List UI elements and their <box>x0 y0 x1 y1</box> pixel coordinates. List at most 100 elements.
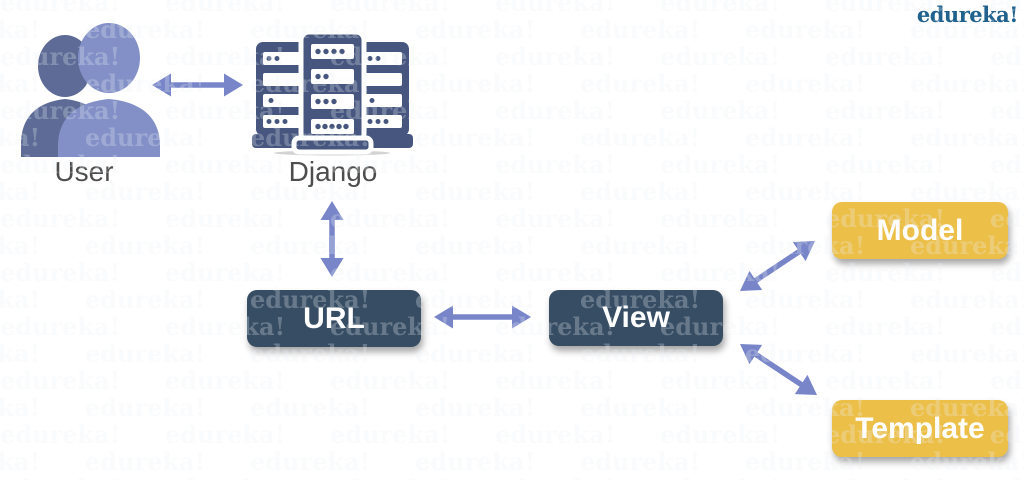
watermark-word: edureka! <box>85 339 206 368</box>
watermark-word: edureka! <box>580 447 701 476</box>
watermark-word: edureka! <box>250 393 371 422</box>
watermark-word: edureka! <box>330 258 451 287</box>
watermark-word: edureka! <box>495 0 616 17</box>
watermark-word: edureka! <box>415 123 536 152</box>
watermark-word: edureka! <box>990 150 1024 179</box>
django-server-icon <box>250 28 415 156</box>
watermark-word: edureka! <box>495 366 616 395</box>
watermark-word: edureka! <box>660 420 781 449</box>
watermark-word: edureka! <box>0 0 121 17</box>
watermark-word: edureka! <box>85 231 206 260</box>
watermark-word: edureka! <box>250 447 371 476</box>
watermark-word: edureka! <box>250 231 371 260</box>
watermark-word: edureka! <box>0 366 121 395</box>
watermark-word: edureka! <box>580 15 701 44</box>
watermark-word: edureka! <box>825 150 946 179</box>
watermark-word: edureka! <box>580 123 701 152</box>
watermark-word: edureka! <box>745 69 866 98</box>
watermark-word: edureka! <box>745 123 866 152</box>
watermark-word: edureka! <box>495 150 616 179</box>
user-label: User <box>54 156 114 187</box>
watermark-word: edureka! <box>415 177 536 206</box>
watermark-word: edureka! <box>990 366 1024 395</box>
watermark-word: edureka! <box>990 474 1024 480</box>
watermark-word: edureka! <box>990 96 1024 125</box>
watermark-word: edureka! <box>825 42 946 71</box>
watermark-word: edureka! <box>0 312 121 341</box>
arrow-view-model <box>740 241 815 291</box>
watermark-word: edureka! <box>825 474 945 480</box>
watermark-word: edureka! <box>825 312 946 341</box>
watermark-word: edureka! <box>415 339 536 368</box>
watermark-word: edureka! <box>495 204 616 233</box>
watermark-word: edureka! <box>0 258 121 287</box>
watermark-word: edureka! <box>990 312 1024 341</box>
watermark-word: edureka! <box>330 474 450 480</box>
watermark-word: edureka! <box>990 42 1024 71</box>
watermark-word: edureka! <box>580 231 701 260</box>
user-icon <box>8 22 168 157</box>
watermark-word: edureka! <box>165 366 286 395</box>
watermark-word: edureka! <box>0 420 121 449</box>
watermark-word: edureka! <box>495 258 616 287</box>
watermark-word: edureka! <box>495 96 616 125</box>
view-box: View <box>549 290 723 346</box>
watermark-word: edureka! <box>0 474 120 480</box>
watermark-word: edureka! <box>165 258 286 287</box>
watermark-word: edureka! <box>660 150 781 179</box>
watermark-word: edureka! <box>165 204 286 233</box>
watermark-word: edureka! <box>0 339 41 368</box>
template-box: Template <box>832 400 1008 457</box>
watermark-word: edureka! <box>0 447 41 476</box>
watermark-word: edureka! <box>580 393 701 422</box>
watermark-word: edureka! <box>330 0 451 17</box>
watermark-word: edureka! <box>415 393 536 422</box>
watermark-word: edureka! <box>745 15 866 44</box>
watermark-word: edureka! <box>660 474 780 480</box>
watermark-word: edureka! <box>415 231 536 260</box>
watermark-word: edureka! <box>0 285 41 314</box>
watermark-word: edureka! <box>660 0 781 17</box>
watermark-word: edureka! <box>415 447 536 476</box>
watermark-word: edureka! <box>825 96 946 125</box>
watermark-word: edureka! <box>85 447 206 476</box>
watermark-word: edureka! <box>910 339 1024 368</box>
watermark-word: edureka! <box>85 285 206 314</box>
watermark-word: edureka! <box>330 204 451 233</box>
url-box: URL <box>247 290 421 347</box>
watermark-word: edureka! <box>825 258 946 287</box>
watermark-word: edureka! <box>165 474 285 480</box>
model-box: Model <box>832 202 1008 259</box>
watermark-word: edureka! <box>330 420 451 449</box>
watermark-word: edureka! <box>660 204 781 233</box>
watermark-word: edureka! <box>580 177 701 206</box>
django-label: Django <box>288 156 378 187</box>
watermark-word: edureka! <box>495 42 616 71</box>
watermark-word: edureka! <box>825 366 946 395</box>
watermark-word: edureka! <box>415 285 536 314</box>
watermark-word: edureka! <box>745 339 866 368</box>
watermark-word: edureka! <box>495 420 616 449</box>
watermark-word: edureka! <box>660 96 781 125</box>
watermark-word: edureka! <box>415 69 536 98</box>
watermark-word: edureka! <box>910 123 1024 152</box>
edureka-logo: edureka! <box>916 2 1019 27</box>
watermark-word: edureka! <box>910 69 1024 98</box>
arrow-django-url <box>320 201 344 277</box>
watermark-word: edureka! <box>0 204 121 233</box>
watermark-word: edureka! <box>330 366 451 395</box>
arrow-view-template <box>740 344 817 395</box>
watermark-word: edureka! <box>85 393 206 422</box>
watermark-word: edureka! <box>0 231 41 260</box>
watermark-word: edureka! <box>165 420 286 449</box>
watermark-word: edureka! <box>660 258 781 287</box>
watermark-word: edureka! <box>495 474 615 480</box>
watermark-word: edureka! <box>660 366 781 395</box>
watermark-word: edureka! <box>910 285 1024 314</box>
watermark-word: edureka! <box>745 285 866 314</box>
watermark-word: edureka! <box>165 0 286 17</box>
watermark-word: edureka! <box>0 393 41 422</box>
watermark-word: edureka! <box>580 69 701 98</box>
watermark-word: edureka! <box>990 258 1024 287</box>
